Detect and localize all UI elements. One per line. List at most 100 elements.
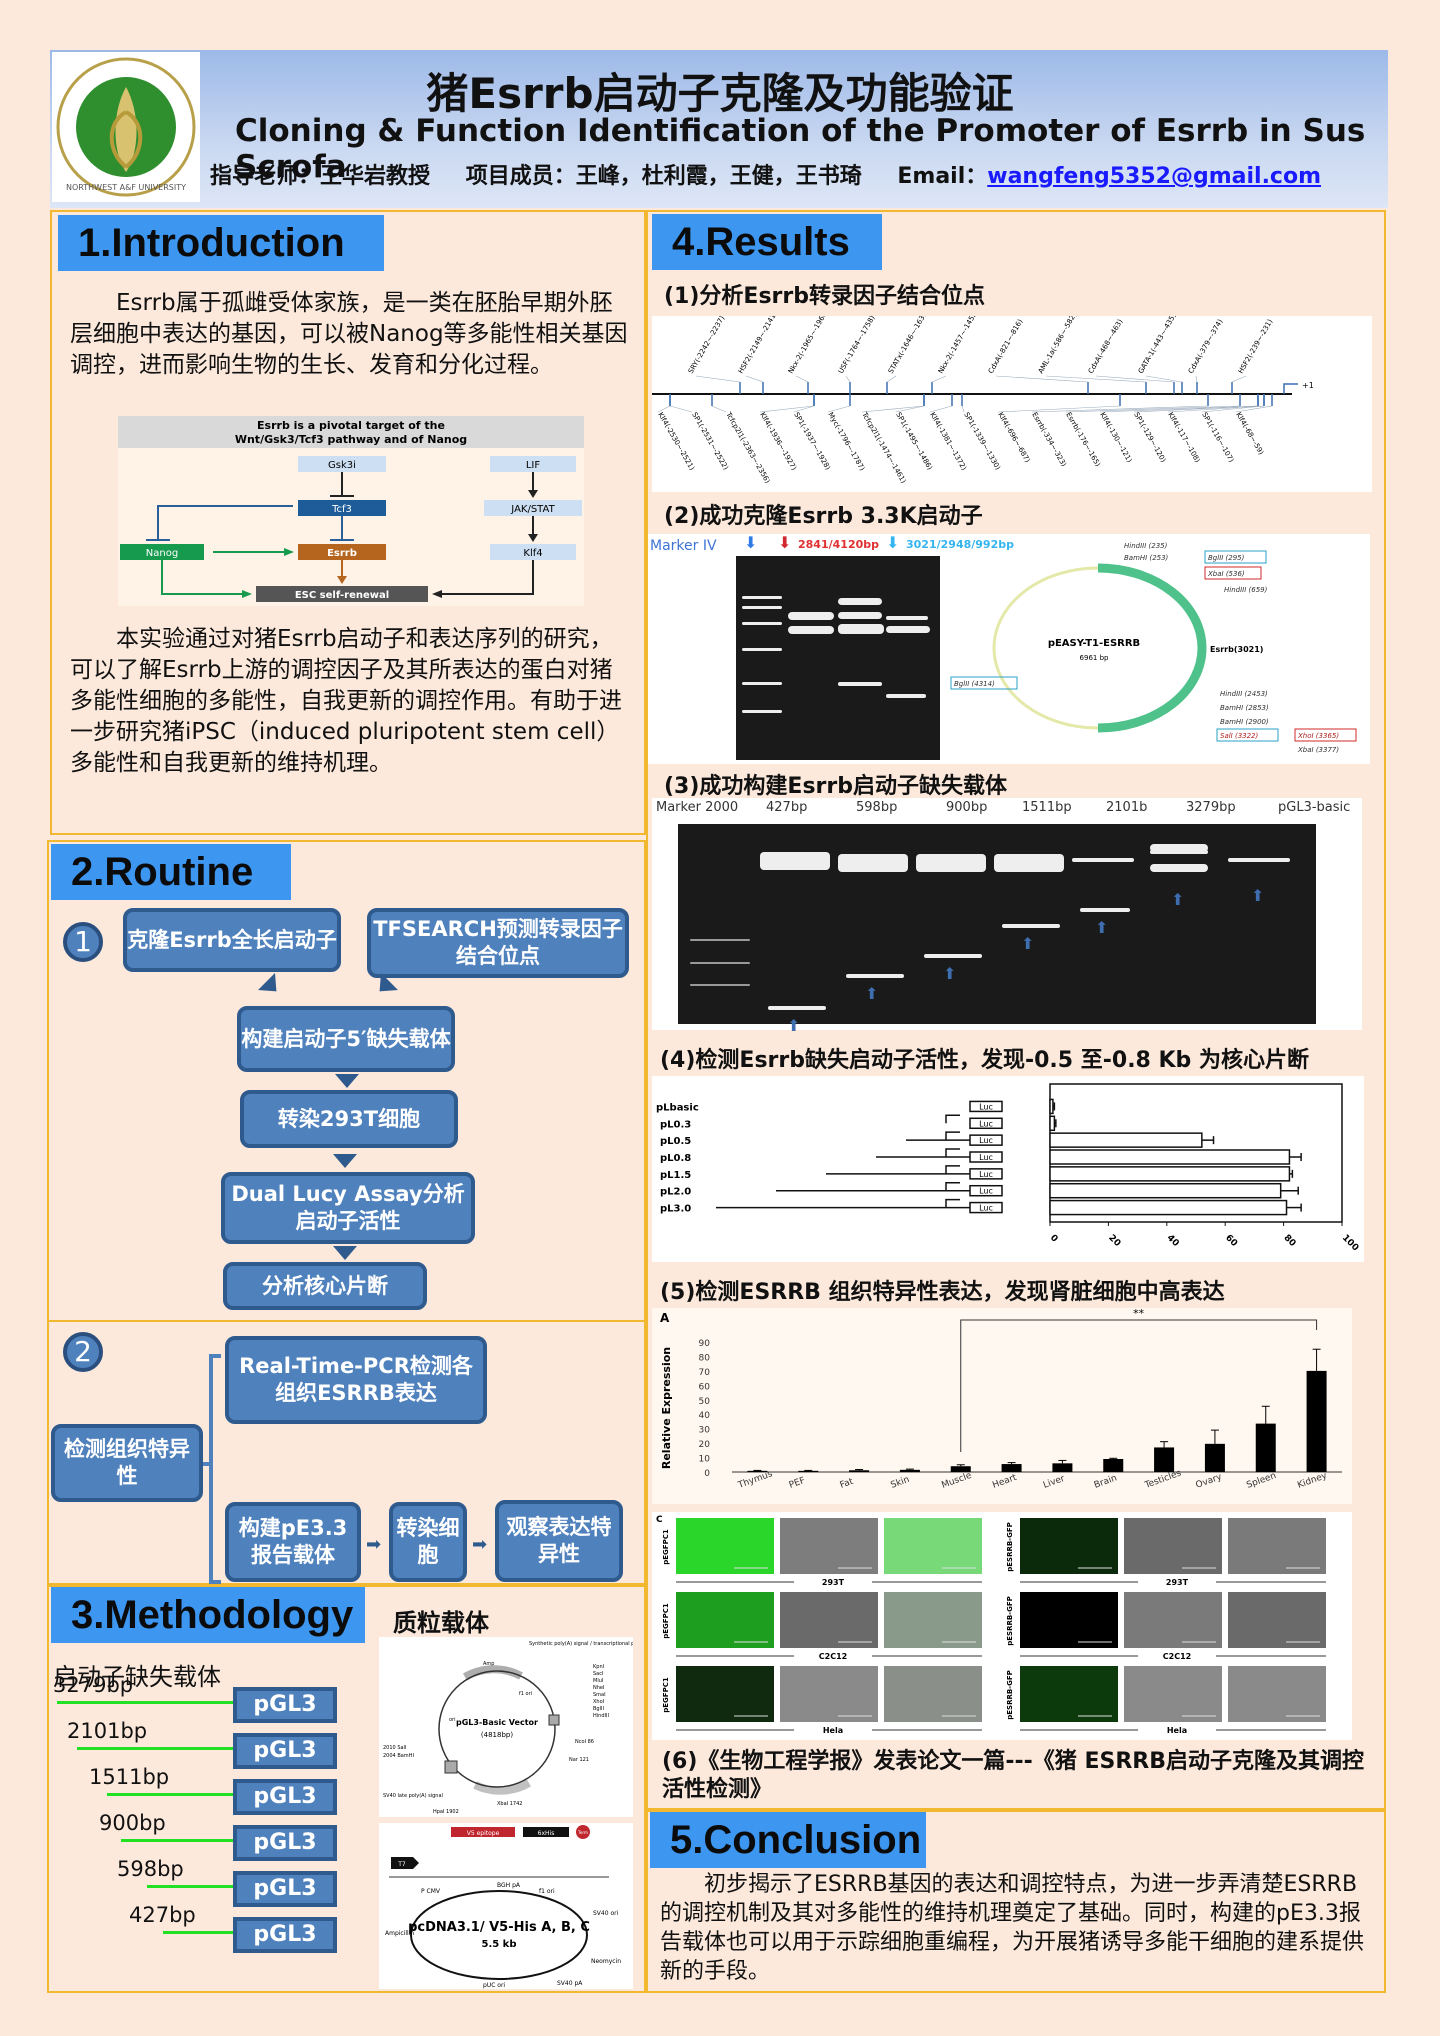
bar — [1049, 1132, 1203, 1148]
flow-build-pe33: 构建pE3.3报告载体 — [225, 1502, 361, 1582]
tf-leader-line — [931, 375, 947, 383]
site-box — [1216, 728, 1279, 742]
micrograph — [676, 1518, 774, 1574]
x-tick-label: Brain — [1093, 1473, 1119, 1490]
micrograph — [1124, 1592, 1222, 1648]
x-tick-label: Liver — [1042, 1474, 1066, 1491]
micrograph — [1020, 1518, 1118, 1574]
micrograph — [1228, 1666, 1326, 1722]
pathway-diagram: Esrrb is a pivotal target of the Wnt/Gsk… — [118, 416, 584, 606]
flow-observe-expression: 观察表达特异性 — [495, 1500, 623, 1582]
insert-band — [768, 1006, 826, 1010]
tss-label: +1 — [1302, 381, 1314, 390]
pcdna-feature-label: SV40 ori — [593, 1910, 619, 1917]
node-jakstat: JAK/STAT — [510, 504, 555, 515]
pgl3-basic-map: pGL3-Basic Vector (4818bp) Synthetic pol… — [379, 1637, 657, 1817]
marker-band — [690, 939, 750, 941]
pgl3-site-label: SmaI — [593, 1692, 606, 1698]
pgl3-vector-box: pGL3 — [233, 1779, 337, 1815]
flow-transfect-cells: 转染细胞 — [389, 1502, 467, 1582]
arrow-down-icon: ⬇ — [778, 533, 792, 552]
vector-band — [916, 854, 986, 872]
construct-row-label: pESRRB-GFP — [1006, 1522, 1014, 1572]
luc-box — [969, 1117, 1003, 1130]
members: 项目成员：王峰，杜利霞，王健，王书琦 — [465, 164, 862, 189]
pcdna-feature-label: BGH pA — [497, 1882, 521, 1889]
poster-title-en: Cloning & Function Identification of the… — [235, 113, 1366, 185]
step-1-badge: 1 — [63, 922, 103, 962]
plasmid-label: 质粒载体 — [393, 1609, 489, 1637]
x-tick-label: Heart — [991, 1473, 1018, 1491]
y-tick-label: 30 — [699, 1426, 711, 1436]
tf-leader-line — [669, 405, 693, 413]
tf-leader-line — [1133, 405, 1259, 413]
tf-leader-line — [759, 405, 815, 413]
pgl3-site-label: SacI — [593, 1671, 603, 1677]
pgl3-site-label: 2004 BamHI — [383, 1753, 414, 1759]
flow-tfsearch: TFSEARCH预测转录因子结合位点 — [367, 908, 629, 978]
tf-site-label: GATA-1(-443~-435) — [1137, 316, 1178, 375]
flow-core-fragment: 分析核心片断 — [223, 1262, 427, 1310]
results-title: 4.Results — [652, 214, 882, 270]
micrograph — [676, 1592, 774, 1648]
tf-site-label: SRY(-2242~-2237) — [687, 316, 727, 375]
arrow-down-icon: ⬇ — [744, 533, 758, 552]
pgl3-vector-box: pGL3 — [233, 1917, 337, 1953]
arrow-up-icon: ⬆ — [943, 964, 957, 983]
promoter-arrow-icon — [945, 1131, 960, 1141]
pcdna-map-name: pcDNA3.1/ V5-His A, B, C — [408, 1920, 590, 1935]
tf-leader-line — [1201, 405, 1265, 413]
micrograph — [1228, 1592, 1326, 1648]
tss-arrow-icon — [1283, 383, 1298, 394]
result-3-heading: (3)成功构建Esrrb启动子缺失载体 — [664, 774, 1007, 799]
gel-lane-label: 598bp — [856, 800, 898, 815]
diagram-heading-1: Esrrb is a pivotal target of the — [257, 419, 445, 432]
tf-leader-line — [895, 405, 925, 413]
tf-leader-line — [711, 405, 727, 413]
restriction-site-label: BamHI (2900) — [1220, 718, 1269, 726]
gel-lane-label: 900bp — [946, 800, 988, 815]
construct-row-label: pEGFPC1 — [662, 1603, 670, 1639]
peasy-map: pEASY-T1-ESRRB 6961 bp Esrrb(3021) HindI… — [948, 536, 1368, 762]
tf-site-label: SP1(-1495~-1486) — [894, 411, 934, 472]
intro-title: 1.Introduction — [58, 215, 384, 271]
pgl3-site-label: 2010 SalI — [383, 1745, 406, 1751]
bar — [1103, 1459, 1124, 1472]
divider — [49, 1320, 644, 1322]
micrograph — [884, 1666, 982, 1722]
x-tick-label: Ovary — [1195, 1472, 1224, 1491]
flow-tissue-specificity: 检测组织特异性 — [51, 1424, 203, 1502]
site-box — [1204, 550, 1267, 564]
intro-para2: 本实验通过对猪Esrrb启动子和表达序列的研究，可以了解Esrrb上游的调控因子… — [70, 626, 622, 776]
arrow-up-icon: ⬆ — [1095, 918, 1109, 937]
t7-label: T7 — [397, 1861, 406, 1868]
x-tick-label: 80 — [1281, 1233, 1297, 1249]
tf-site-label: Esrrb(-334~-323) — [1030, 411, 1068, 468]
construct-label: pL0.3 — [660, 1119, 691, 1130]
routine-title: 2.Routine — [51, 844, 291, 900]
conclusion-panel: 5.Conclusion 初步揭示了ESRRB基因的表达和调控特点，为进一步弄清… — [646, 1810, 1386, 1993]
promoter-line — [146, 1885, 233, 1888]
x-tick-label: Skin — [890, 1475, 911, 1491]
intro-para1: Esrrb属于孤雌受体家族，是一类在胚胎早期外胚层细胞中表达的基因，可以被Nan… — [70, 290, 628, 378]
gel1-red-label: 2841/4120bp — [798, 538, 879, 551]
marker-band — [690, 962, 750, 964]
gel-image-1 — [736, 556, 940, 760]
pgl3-site-label: f1 ori — [519, 1691, 532, 1697]
email-link[interactable]: wangfeng5352@gmail.com — [987, 164, 1322, 189]
pgl3-vector-box: pGL3 — [233, 1733, 337, 1769]
micrograph — [1020, 1592, 1118, 1648]
insert-band — [1080, 908, 1130, 912]
clone-figure: Marker IV ⬇ ⬇ 2841/4120bp ⬇ 3021/2948/99… — [648, 534, 1370, 764]
micrograph — [780, 1666, 878, 1722]
results-panel: 4.Results (1)分析Esrrb转录因子结合位点 SRY(-2242~-… — [646, 210, 1386, 1810]
x-tick-label: 60 — [1223, 1233, 1239, 1249]
tf-site-label: Klf4(-130~-121) — [1098, 411, 1133, 464]
luc-box — [969, 1100, 1003, 1113]
flow-transfect-293t: 转染293T细胞 — [240, 1090, 458, 1148]
term-label: Term — [577, 1830, 588, 1835]
poster-title-zh: 猪Esrrb启动子克隆及功能验证 — [426, 69, 1014, 118]
email-label: Email： — [897, 164, 988, 189]
flow-clone-promoter: 克隆Esrrb全长启动子 — [123, 908, 341, 972]
arrow-right-icon: ➡ — [472, 1534, 488, 1555]
